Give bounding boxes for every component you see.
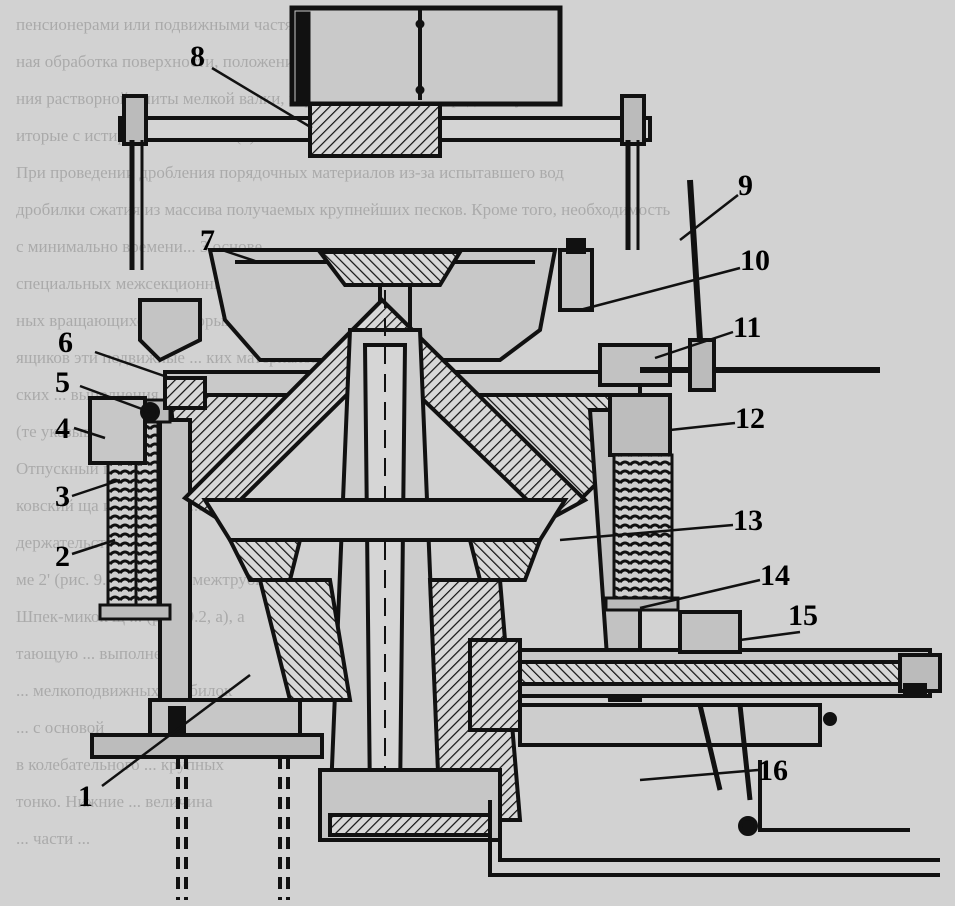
callout-5: 5 [55,366,70,399]
callout-9: 9 [738,169,753,202]
background-text-line: с минимально времени... 3 основе [16,237,262,256]
callout-13: 13 [733,504,763,537]
base-frame [90,698,324,900]
callout-2: 2 [55,540,70,573]
background-text-line: тающую ... выполнения [16,644,188,663]
background-text-line: ... мелкоподвижных дробилок [16,681,233,700]
callout-4: 4 [55,412,70,445]
callout-3: 3 [55,480,70,513]
callout-7: 7 [200,224,215,257]
oil-pipes [488,760,940,877]
background-text-line: ... с основой [16,718,104,737]
callout-15: 15 [788,599,818,632]
callout-numbers: 1 2 3 4 5 6 7 8 9 10 11 12 13 14 15 16 [55,40,818,813]
background-text-line: ... части ... [16,829,90,848]
background-text-line: При проведении дробления порядочных мате… [16,163,564,182]
crushing-cone [181,290,589,817]
callout-1: 1 [78,780,93,813]
leader-lines [71,66,801,787]
callout-11: 11 [733,311,761,344]
right-springs [604,453,680,612]
callout-14: 14 [760,559,790,592]
callout-8: 8 [190,40,205,73]
top-feed-frame [118,5,652,270]
left-fittings [88,298,207,465]
background-text-line: в колебательного ... крупных [16,755,224,774]
drive-shaft [468,610,942,836]
callout-12: 12 [735,402,765,435]
right-fittings [558,179,880,392]
callout-16: 16 [758,754,788,787]
background-text-line: тонко. Нижние ... величина [16,792,213,811]
callout-10: 10 [740,244,770,277]
background-text-line: дробилки сжатия из массива получаемых кр… [16,200,671,219]
callout-6: 6 [58,326,73,359]
